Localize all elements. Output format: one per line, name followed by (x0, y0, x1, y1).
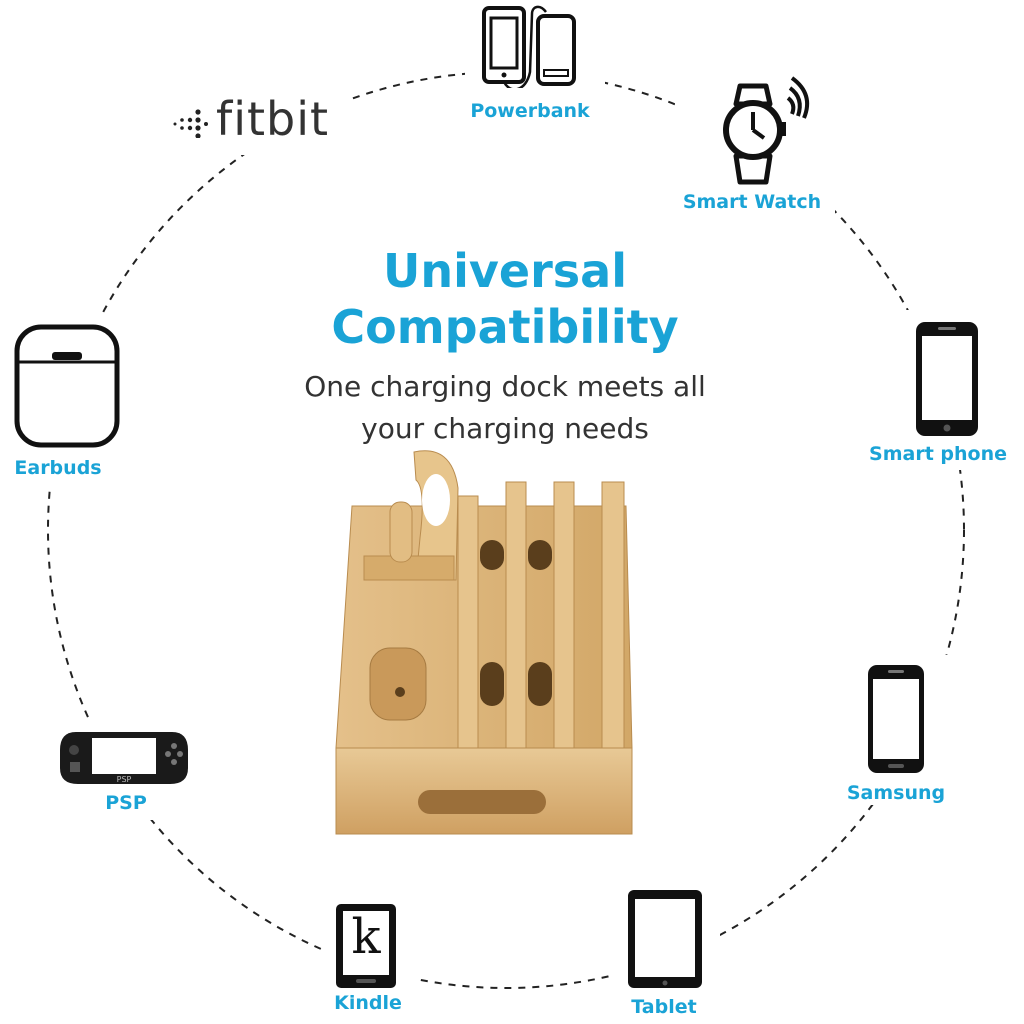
smartphone-icon (916, 322, 978, 436)
smartwatch-icon (723, 76, 809, 185)
kindle-k-glyph: k (351, 909, 381, 965)
label-psp: PSP (105, 792, 147, 814)
samsung-phone-icon (868, 665, 924, 773)
fitbit-dots-icon (173, 109, 208, 138)
label-earbuds: Earbuds (14, 457, 102, 479)
subtitle-line-1: One charging dock meets all (304, 370, 706, 403)
powerbank-icon (482, 5, 576, 88)
label-tablet: Tablet (631, 996, 697, 1018)
label-powerbank: Powerbank (470, 100, 590, 122)
bamboo-charging-dock (335, 450, 633, 835)
label-smartwatch: Smart Watch (682, 191, 822, 213)
label-smartphone: Smart phone (869, 443, 1007, 465)
heading-line-1: Universal (383, 244, 627, 298)
tablet-icon (628, 890, 702, 988)
subtitle-line-2: your charging needs (361, 412, 649, 445)
heading-line-2: Compatibility (331, 300, 679, 354)
earbuds-case-icon (14, 324, 120, 448)
label-samsung: Samsung (846, 782, 946, 804)
psp-brand-text: PSP (116, 775, 132, 784)
label-kindle: Kindle (334, 992, 402, 1014)
fitbit-wordmark: fitbit (216, 92, 330, 146)
